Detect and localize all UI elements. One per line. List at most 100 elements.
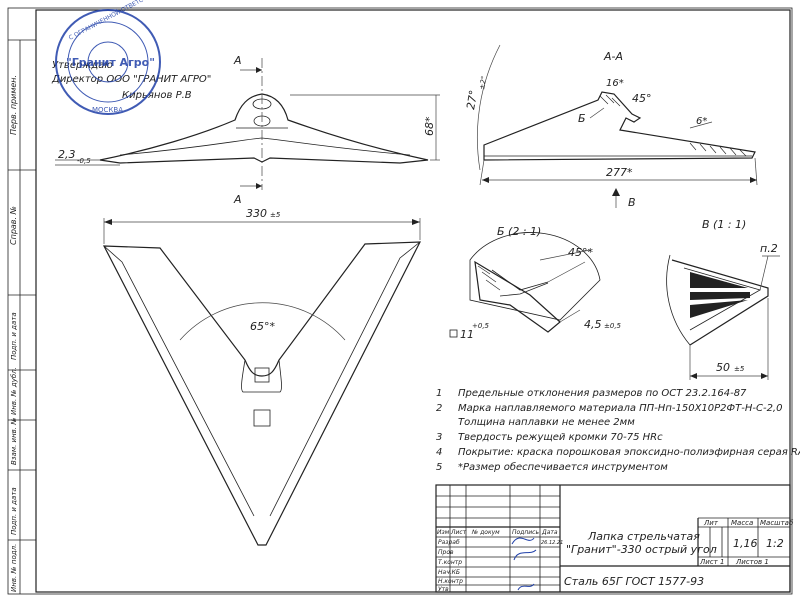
note-text-2: Марка наплавляемого материала ПП-Нп-150Х… [458, 403, 782, 414]
tb-col-lit: Лит [703, 519, 719, 527]
section-mark-a-top: А [233, 54, 242, 67]
margin-label-3: Подп. и дата [10, 312, 18, 360]
detail-b-dim-11: 11 [460, 328, 474, 341]
detail-v-title: В (1 : 1) [702, 218, 746, 231]
tb-material: Сталь 65Г ГОСТ 1577-93 [564, 575, 704, 588]
angle-27: 27° [464, 89, 480, 110]
view-mark-b: В [628, 196, 636, 209]
detail-v-hardfacing [690, 272, 750, 318]
outer-frame [7, 7, 793, 595]
tb-col-mass: Масса [731, 519, 753, 527]
note-num-2: 2 [436, 403, 442, 414]
dim-16: 16* [606, 78, 624, 89]
note-num-4: 4 [436, 447, 442, 458]
stamp-ring-text: С ОГРАНИЧЕННОЙ ОТВЕТСТВЕННОСТЬЮ [68, 0, 184, 42]
top-view-outline [99, 93, 429, 164]
margin-label-5: Взам. инв. № [10, 417, 18, 465]
tb-col-scale: Масштаб [760, 519, 794, 527]
dim-277: 277* [606, 166, 633, 179]
tb-row-nach: Нач.КБ [438, 569, 460, 576]
note-text-4: Покрытие: краска порошковая эпоксидно-по… [458, 447, 800, 458]
note-text-3: Твердость режущей кромки 70-75 HRc [458, 432, 663, 443]
margin-label-6: Подп. и дата [10, 487, 18, 535]
note-num-1: 1 [436, 388, 442, 399]
section-aa-profile [483, 91, 756, 161]
dim-6: 6* [696, 116, 707, 127]
dim-thickness: 2,3 [58, 148, 76, 161]
callout-b: Б [578, 112, 586, 125]
note-text-5: *Размер обеспечивается инструментом [458, 461, 668, 473]
margin-label-7: Инв. № подл. [10, 544, 18, 592]
tb-signature-1 [511, 537, 535, 545]
approval-line-3: Кирьянов Р.В [122, 90, 192, 101]
tb-part-name-1: Лапка стрельчатая [587, 530, 700, 543]
approval-line-2: Директор ООО "ГРАНИТ АГРО" [51, 74, 211, 85]
dim-width-330: 330 [246, 207, 267, 220]
note-num-3: 3 [436, 432, 442, 443]
tb-hdr-doc: № докум [471, 529, 500, 536]
stamp-city: МОСКВА [92, 106, 123, 114]
detail-b-square-symbol [449, 329, 458, 338]
tb-part-name-2: "Гранит"-330 острый угол [566, 543, 717, 556]
detail-v-outline [671, 259, 769, 346]
angle-65: 65°* [250, 320, 275, 333]
tb-row-prov: Пров [438, 549, 454, 556]
title-block: Изм Лист № докум Подпись Дата Разраб Про… [435, 484, 794, 593]
stamp-center-text: "Гранит Агро" [66, 56, 155, 69]
technical-notes: 1 Предельные отклонения размеров по ОСТ … [436, 388, 800, 473]
tb-row-nkontr: Н.контр [438, 578, 463, 585]
plan-view: 330 ±5 65°* [102, 207, 421, 546]
tb-row-utv: Утв [438, 586, 449, 593]
tb-hdr-date: Дата [541, 529, 558, 536]
detail-v-dim-50-tol: ±5 [734, 365, 745, 373]
tb-hdr-sign: Подпись [512, 529, 539, 536]
detail-v-dim-50: 50 [716, 361, 730, 374]
section-aa-title: А-А [603, 50, 623, 63]
section-mark-a-bottom: А [233, 193, 242, 206]
margin-label-1: Перв. примен. [9, 75, 18, 135]
tb-signature-2 [513, 549, 537, 561]
detail-b-title: Б (2 : 1) [497, 225, 541, 238]
dim-height-68: 68* [423, 116, 436, 136]
detail-b-angle-45: 45°* [568, 246, 593, 259]
left-margin-strip: Перв. примен. Справ. № Подп. и дата Инв.… [8, 39, 36, 594]
tb-scale: 1:2 [766, 537, 784, 550]
inner-frame [35, 9, 791, 593]
margin-label-4: Инв. № дубл. [10, 367, 18, 415]
top-view: А А 68* 2,3 -0,5 [55, 54, 440, 206]
approval-block: Утверждаю Директор ООО "ГРАНИТ АГРО" Кир… [51, 60, 211, 101]
note-text-2b: Толщина наплавки не менее 2мм [458, 417, 635, 428]
detail-b: Б (2 : 1) 45°* 4,5 ±0,5 11 +0,5 [449, 225, 622, 341]
tb-sheet: Лист 1 [699, 558, 724, 566]
section-aa-hatch [599, 94, 747, 157]
tb-row-tkontr: Т.контр [438, 559, 462, 566]
detail-v: В (1 : 1) п.2 50 ±5 [666, 218, 780, 380]
detail-b-profile [474, 260, 561, 333]
tb-row-razrab: Разраб [438, 539, 460, 546]
tb-mass: 1,16 [733, 537, 758, 550]
section-a-a: А-А 277* 27° ±2° 16* 45° 6* Б [464, 44, 758, 209]
margin-label-2: Справ. № [9, 206, 18, 245]
plan-slot-lower [253, 409, 271, 427]
detail-b-dim-45: 4,5 [584, 318, 602, 331]
tb-hdr-izm: Изм [437, 529, 450, 536]
detail-b-dim-11-tol: +0,5 [472, 322, 490, 330]
tb-signature-3 [517, 583, 535, 591]
dim-thickness-tol: -0,5 [77, 157, 91, 165]
detail-v-note-p2: п.2 [760, 242, 778, 255]
angle-45-aa: 45° [632, 92, 652, 105]
detail-b-dim-45-tol: ±0,5 [604, 322, 622, 330]
plan-view-outline [102, 241, 421, 546]
note-text-1: Предельные отклонения размеров по ОСТ 23… [458, 388, 747, 399]
detail-b-circle [469, 232, 601, 321]
dim-width-tol: ±5 [270, 211, 281, 219]
detail-v-arc [666, 254, 691, 346]
tb-sheets: Листов 1 [735, 558, 769, 566]
angle-27-tol: ±2° [478, 75, 488, 90]
note-num-5: 5 [436, 462, 442, 473]
tb-hdr-list: Лист [450, 529, 467, 536]
approval-line-1: Утверждаю [52, 60, 113, 71]
plan-slot-upper [254, 367, 270, 383]
tb-date-razrab: 26.12.21 [541, 540, 563, 546]
